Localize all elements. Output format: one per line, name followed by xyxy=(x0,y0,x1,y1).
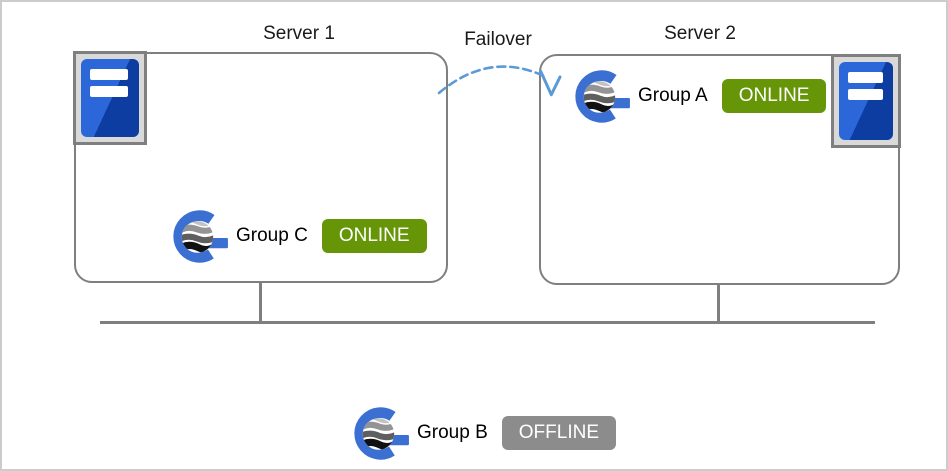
group-a-label: Group A xyxy=(638,85,708,106)
group-b-label: Group B xyxy=(417,422,488,443)
failover-label: Failover xyxy=(464,29,532,50)
failover-arrow-icon xyxy=(437,65,562,97)
server1-title: Server 1 xyxy=(263,23,335,44)
group-c-row: Group C ONLINE xyxy=(170,205,427,267)
group-c-label: Group C xyxy=(236,225,308,246)
server-tower-icon xyxy=(73,51,147,145)
server1-network-connector xyxy=(259,282,262,323)
server2-title: Server 2 xyxy=(664,23,736,44)
cluster-group-icon xyxy=(173,209,228,263)
group-a-row: Group A ONLINE xyxy=(572,65,827,127)
group-a-status-badge: ONLINE xyxy=(721,79,827,113)
server-tower-icon xyxy=(831,54,901,148)
cluster-group-icon xyxy=(575,69,630,123)
cluster-group-icon xyxy=(354,406,409,460)
group-b-row: Group B OFFLINE xyxy=(351,402,616,464)
network-bus-line xyxy=(100,321,875,324)
group-c-status-badge: ONLINE xyxy=(321,219,427,253)
server2-network-connector xyxy=(717,284,720,323)
group-b-status-badge: OFFLINE xyxy=(501,416,616,450)
